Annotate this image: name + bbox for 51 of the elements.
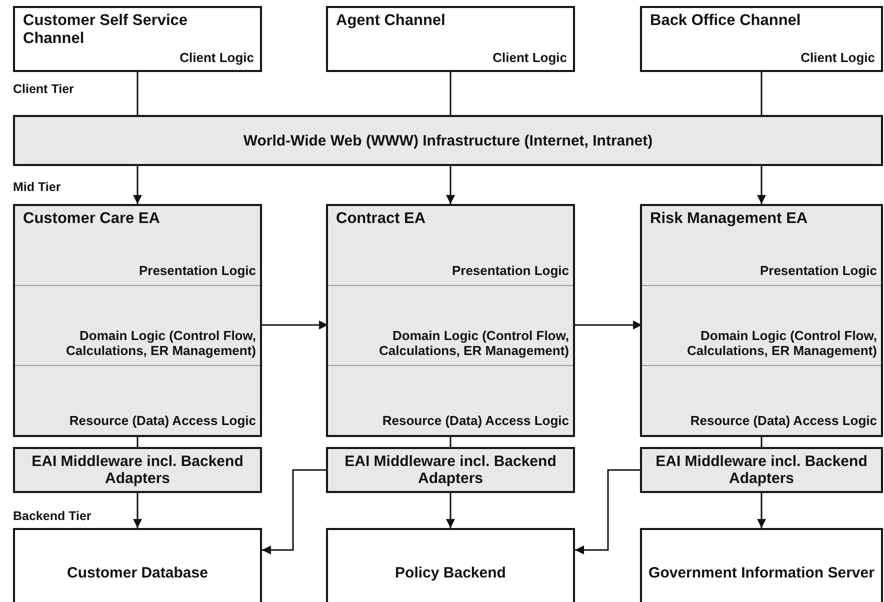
connector-arrow bbox=[446, 493, 455, 528]
box-subtitle: Client Logic bbox=[800, 51, 875, 66]
application-box bbox=[326, 204, 575, 437]
connector-arrow bbox=[262, 469, 326, 554]
middleware-box bbox=[640, 447, 883, 493]
channel-box bbox=[640, 6, 883, 72]
layer-label: Presentation Logic bbox=[450, 264, 569, 279]
tier-label: Client Tier bbox=[13, 82, 74, 96]
layer-label: Resource (Data) Access Logic bbox=[381, 414, 569, 429]
connector-arrow bbox=[575, 469, 640, 554]
connector-arrow bbox=[133, 493, 142, 528]
box-title: Customer Self Service Channel bbox=[23, 12, 189, 48]
layer-label: Domain Logic (Control Flow, Calculations, ER Management) bbox=[65, 329, 256, 359]
layer-label: Domain Logic (Control Flow, Calculations, ER Management) bbox=[686, 329, 877, 359]
layer-label: Presentation Logic bbox=[758, 264, 877, 279]
box-title: Risk Management EA bbox=[650, 210, 809, 228]
connector-arrow bbox=[133, 166, 142, 204]
box-title: Back Office Channel bbox=[650, 12, 802, 30]
middleware-box bbox=[13, 447, 262, 493]
connector-arrow bbox=[757, 166, 766, 204]
box-title: Customer Database bbox=[66, 564, 209, 582]
channel-box bbox=[326, 6, 575, 72]
connector-arrow bbox=[446, 166, 455, 204]
box-subtitle: Client Logic bbox=[492, 51, 567, 66]
backend-box bbox=[13, 528, 262, 602]
box-title: EAI Middleware incl. Backend Adapters bbox=[344, 452, 558, 488]
middleware-box bbox=[326, 447, 575, 493]
application-box bbox=[640, 204, 883, 437]
layer-label: Domain Logic (Control Flow, Calculations, ER Management) bbox=[378, 329, 569, 359]
box-title: EAI Middleware incl. Backend Adapters bbox=[30, 452, 244, 488]
application-box bbox=[13, 204, 262, 437]
box-title: EAI Middleware incl. Backend Adapters bbox=[654, 452, 868, 488]
box-title: Agent Channel bbox=[336, 12, 446, 30]
channel-box bbox=[13, 6, 262, 72]
tier-label: Mid Tier bbox=[13, 180, 61, 194]
backend-box bbox=[640, 528, 883, 602]
box-subtitle: Client Logic bbox=[180, 51, 254, 66]
connector-arrow bbox=[573, 320, 642, 330]
box-title: Government Information Server bbox=[648, 564, 876, 582]
tier-label: Backend Tier bbox=[13, 509, 92, 523]
layer-label: Presentation Logic bbox=[138, 264, 256, 279]
box-title: Policy Backend bbox=[394, 564, 507, 582]
backend-box bbox=[326, 528, 575, 602]
connector-arrow bbox=[260, 320, 328, 330]
layer-label: Resource (Data) Access Logic bbox=[68, 414, 256, 429]
connector-arrow bbox=[757, 493, 766, 528]
infrastructure-bar bbox=[13, 115, 883, 166]
layer-label: Resource (Data) Access Logic bbox=[689, 414, 877, 429]
box-title: Contract EA bbox=[336, 210, 427, 228]
box-title: World-Wide Web (WWW) Infrastructure (Internet, Intranet) bbox=[242, 132, 654, 150]
box-title: Customer Care EA bbox=[23, 210, 161, 228]
